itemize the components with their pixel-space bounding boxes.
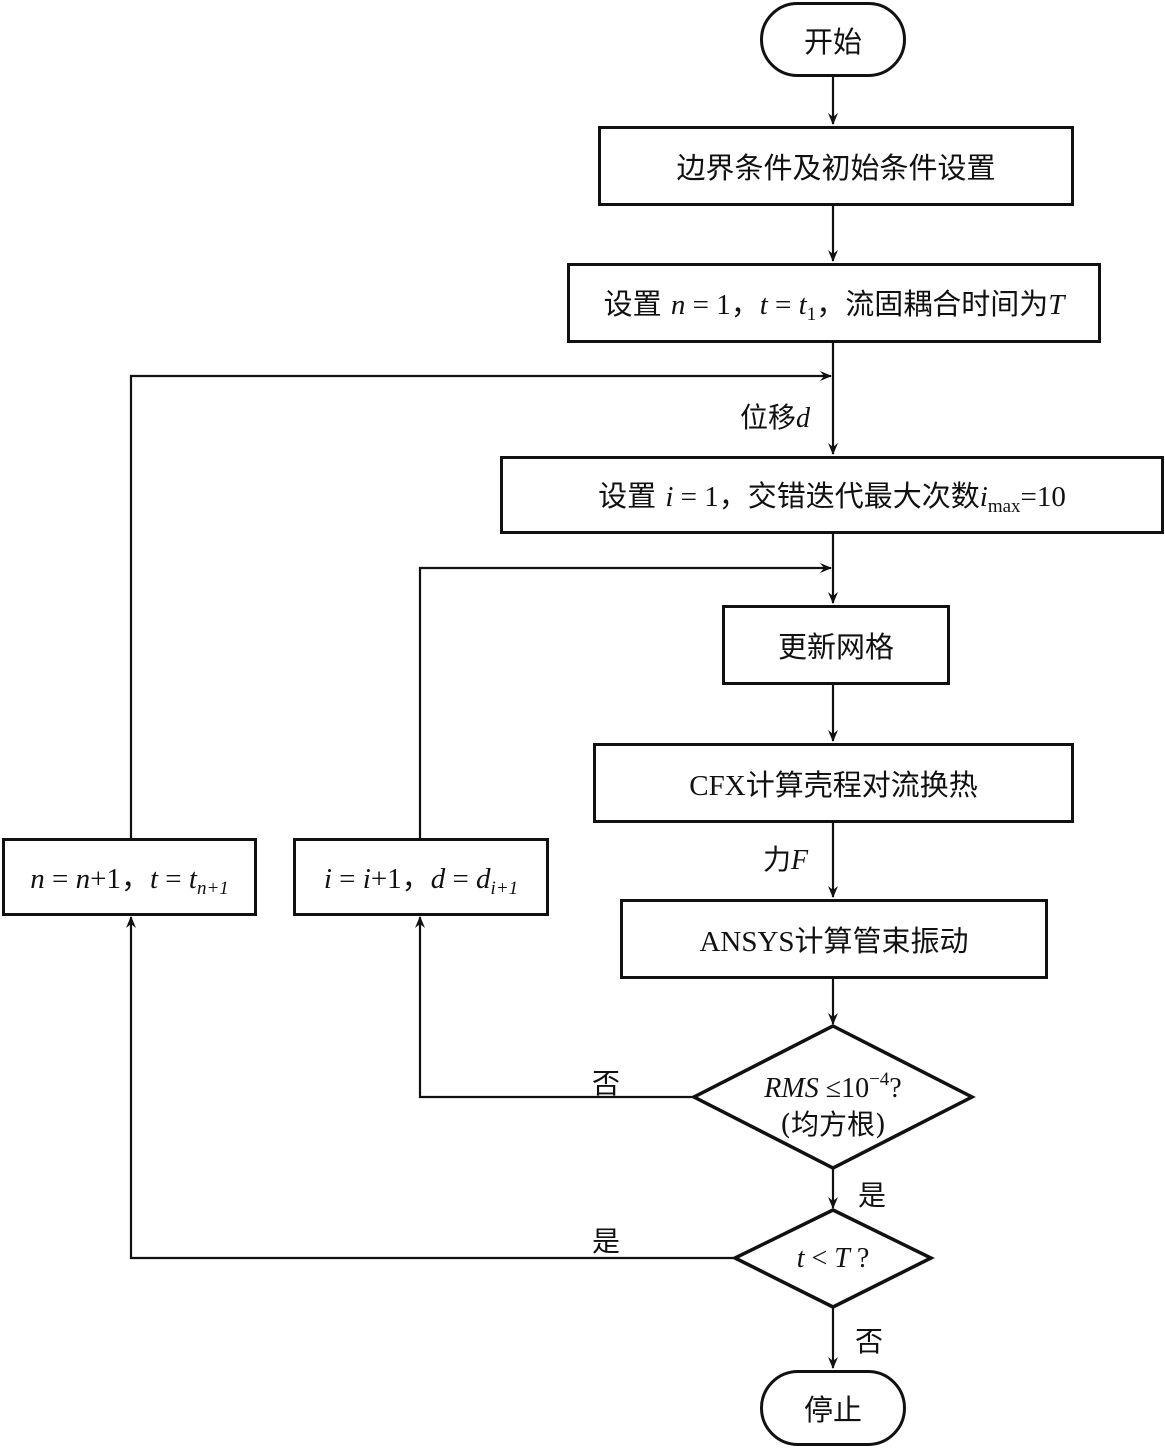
time-op: < (804, 1243, 835, 1274)
init-i-box: 设置 i = 1，交错迭代最大次数imax=10 (500, 456, 1164, 534)
edge-label-force: 力F (763, 838, 808, 878)
stop-terminal: 停止 (760, 1370, 906, 1446)
var-t: t (759, 288, 768, 321)
inc-n-t3: = (158, 862, 189, 895)
inc-n-box: n = n+1，t = tn+1 (2, 838, 257, 916)
var-imax: i (979, 480, 988, 513)
inc-n-t2: +1， (90, 862, 150, 895)
start-terminal: 开始 (760, 2, 906, 77)
init-i-label: 设置 i = 1，交错迭代最大次数imax=10 (598, 473, 1066, 518)
edge-label-rms-no: 否 (592, 1067, 621, 1100)
cfx-label: CFX计算壳程对流换热 (689, 770, 978, 802)
rms-var: RMS (764, 1073, 819, 1104)
ansys-box: ANSYS计算管束振动 (620, 899, 1048, 979)
rms-q: ? (889, 1073, 902, 1104)
init-i-eq2: =10 (1020, 480, 1066, 513)
inc-i-label: i = i+1，d = di+1 (324, 855, 518, 900)
edge-time-yes-inc-n (126, 916, 735, 1260)
var-t1: t (798, 288, 807, 321)
rms-op: ≤10 (818, 1073, 870, 1104)
rms-exp: −4 (869, 1069, 890, 1090)
inc-n-label: n = n+1，t = tn+1 (30, 855, 229, 900)
init-n-eq2: = (767, 288, 799, 321)
inc-n-v4: t (188, 862, 197, 895)
force-text: 力 (763, 843, 792, 876)
edge-inc-i-loop (418, 563, 832, 838)
inc-i-t3: = (445, 862, 477, 895)
rms-line1: RMS ≤10−4? (733, 1062, 933, 1107)
decision-time-shape (731, 1208, 935, 1309)
init-n-box: 设置 n = 1，t = t1，流固耦合时间为T (567, 263, 1101, 343)
inc-i-v2: i (362, 862, 371, 895)
inc-i-v4: d (476, 862, 491, 895)
inc-i-t2: +1， (370, 862, 431, 895)
ansys-label: ANSYS计算管束振动 (699, 926, 969, 958)
cfx-box: CFX计算壳程对流换热 (593, 743, 1074, 823)
time-var-T: T (834, 1243, 850, 1274)
displacement-text: 位移 (740, 401, 797, 434)
inc-i-v1: i (323, 862, 332, 895)
update-mesh-label: 更新网格 (777, 630, 894, 664)
inc-n-sub: n+1 (196, 877, 229, 899)
displacement-var: d (796, 403, 811, 434)
inc-i-v3: d (430, 862, 446, 895)
init-i-prefix: 设置 (598, 478, 666, 513)
inc-n-v1: n (30, 862, 45, 895)
rms-line2: (均方根) (780, 1108, 886, 1141)
var-i: i (665, 480, 674, 513)
edge-label-rms-yes: 是 (858, 1179, 887, 1212)
boundary-conditions-box: 边界条件及初始条件设置 (598, 126, 1074, 206)
edge-rms-no-inc-i (415, 916, 694, 1099)
inc-n-v3: t (149, 862, 159, 895)
init-n-label: 设置 n = 1，t = t1，流固耦合时间为T (604, 281, 1065, 326)
edge-inc-n-loop (129, 371, 832, 838)
force-var: F (791, 845, 809, 876)
inc-i-t1: = (331, 862, 363, 895)
decision-rms-shape (690, 1024, 976, 1170)
init-i-eq1: = 1，交错迭代最大次数 (673, 480, 980, 513)
edge-label-time-no: 否 (855, 1325, 884, 1358)
var-n: n (670, 288, 686, 321)
decision-time-text: t < T ? (753, 1240, 913, 1277)
inc-i-box: i = i+1，d = di+1 (293, 838, 549, 916)
edge-label-displacement: 位移d (740, 396, 810, 436)
sub-t1: 1 (806, 303, 817, 325)
inc-n-v2: n (75, 862, 91, 895)
boundary-label: 边界条件及初始条件设置 (676, 151, 996, 185)
time-var-t: t (796, 1243, 805, 1274)
edge-label-time-yes: 是 (592, 1225, 621, 1258)
time-q: ? (849, 1243, 870, 1274)
init-n-eq1: = 1， (685, 288, 760, 321)
var-T: T (1048, 288, 1065, 321)
init-n-prefix: 设置 (603, 286, 671, 321)
update-mesh-box: 更新网格 (722, 605, 950, 685)
decision-rms-text: RMS ≤10−4? (均方根) (733, 1062, 933, 1143)
inc-n-t1: = (44, 862, 76, 895)
sub-imax: max (987, 495, 1021, 517)
inc-i-sub: i+1 (490, 877, 519, 899)
init-n-suffix: ，流固耦合时间为 (816, 286, 1049, 321)
stop-label: 停止 (803, 1393, 862, 1427)
start-label: 开始 (803, 24, 862, 59)
